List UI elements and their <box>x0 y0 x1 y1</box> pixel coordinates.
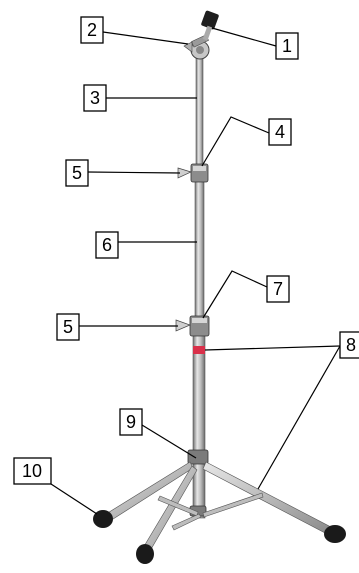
rubber-foot-right <box>324 525 346 543</box>
leader-10 <box>50 483 98 515</box>
leader-8b <box>257 345 341 490</box>
callout-2: 2 <box>80 16 104 44</box>
rubber-foot-front <box>136 544 154 564</box>
leader-9 <box>141 424 197 459</box>
rubber-foot-left <box>93 510 113 528</box>
callout-5b: 5 <box>56 313 80 341</box>
middle-tube <box>194 175 205 323</box>
rubber-feet <box>93 510 346 564</box>
callouts: 1 2 3 4 5 6 7 5 <box>13 16 359 485</box>
tilter-assembly <box>183 10 219 60</box>
svg-text:5: 5 <box>63 317 73 337</box>
stand-illustration <box>93 10 346 564</box>
svg-text:8: 8 <box>346 335 356 355</box>
leader-1 <box>211 27 277 47</box>
red-marker-ring <box>193 346 205 354</box>
svg-text:2: 2 <box>87 20 97 40</box>
leader-2 <box>102 31 189 45</box>
upper-tube <box>195 57 204 181</box>
svg-text:3: 3 <box>90 88 100 108</box>
svg-text:1: 1 <box>282 36 292 56</box>
svg-text:5: 5 <box>72 163 82 183</box>
callout-1: 1 <box>275 32 299 60</box>
callout-4: 4 <box>268 118 292 146</box>
callout-10: 10 <box>13 457 52 485</box>
lower-height-clamp <box>175 315 210 337</box>
tripod-legs <box>105 461 332 552</box>
callout-5a: 5 <box>65 159 89 187</box>
upper-height-clamp <box>177 163 209 183</box>
callout-3: 3 <box>83 84 107 112</box>
svg-text:7: 7 <box>273 279 283 299</box>
callout-8: 8 <box>339 331 359 359</box>
callout-9: 9 <box>119 408 143 436</box>
svg-text:9: 9 <box>126 412 136 432</box>
svg-text:4: 4 <box>275 122 285 142</box>
leader-8a <box>204 345 341 351</box>
callout-6: 6 <box>95 231 119 259</box>
leader-5a <box>87 171 181 174</box>
tripod-collar <box>187 449 209 465</box>
callout-7: 7 <box>266 275 290 303</box>
svg-text:6: 6 <box>102 235 112 255</box>
svg-text:10: 10 <box>22 461 42 481</box>
leader-7 <box>202 270 268 319</box>
leader-lines <box>50 27 341 515</box>
leader-4 <box>201 116 270 167</box>
